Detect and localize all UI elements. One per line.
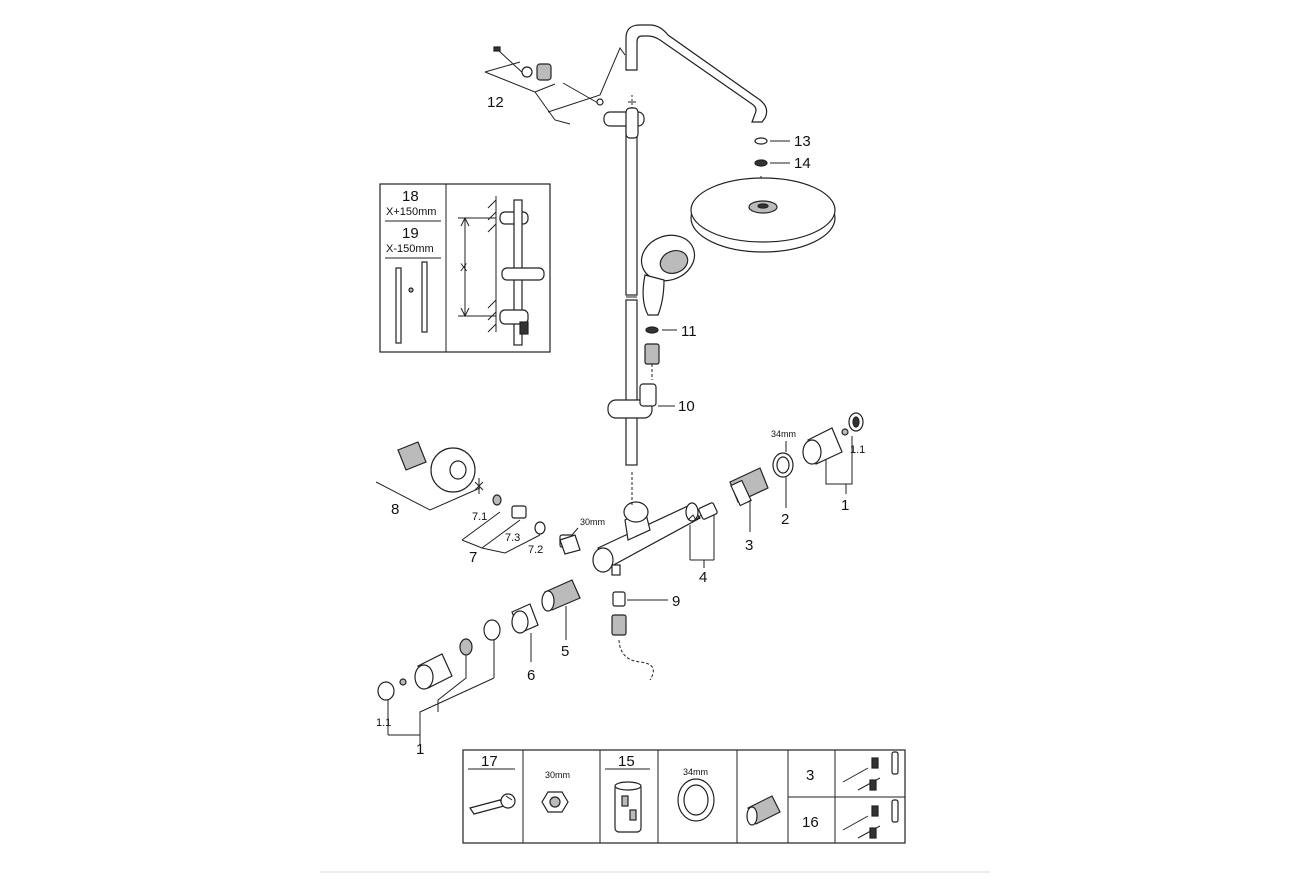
callout-14: 14 [794, 155, 811, 172]
callout-1-right: 1 [841, 497, 849, 514]
screw-dowel-icon [842, 751, 899, 839]
inset-item-19-desc: X-150mm [386, 243, 434, 255]
callout-8: 8 [391, 501, 399, 518]
ring-icon [677, 778, 715, 822]
callout-7-3: 7.3 [505, 532, 520, 544]
callout-11: 11 [681, 323, 697, 340]
legend-item-15: 15 [618, 753, 635, 770]
accessory-legend: 17 30mm 15 34mm 3 16 [462, 749, 906, 844]
right-side-parts: 4 3 2 34mm 1 1.1 [687, 412, 865, 586]
size-30mm-label: 30mm [580, 517, 605, 527]
callout-3: 3 [745, 537, 753, 554]
callout-6: 6 [527, 667, 535, 684]
callout-2: 2 [781, 511, 789, 528]
inset-rail-extension: 18 X+150mm 19 X-150mm X [379, 183, 551, 353]
callout-1-1-right: 1.1 [850, 444, 865, 456]
size-34mm-label: 34mm [771, 429, 796, 439]
part-9-connector: 9 [611, 591, 680, 681]
legend-item-17: 17 [481, 753, 498, 770]
callout-7-2: 7.2 [528, 544, 543, 556]
callout-7: 7 [469, 549, 477, 566]
cartridge-icon [614, 781, 642, 833]
wall-bracket-top [603, 95, 645, 139]
part-10-slider: 10 [607, 383, 695, 419]
thermostat-body [592, 472, 701, 576]
callout-1-1-left: 1.1 [376, 717, 391, 729]
nut-icon [541, 791, 569, 813]
wrench-icon [469, 793, 516, 815]
left-upper-parts: 8 30mm 7.1 7.3 7.2 7 [375, 441, 605, 566]
callout-10: 10 [678, 398, 695, 415]
inset-item-19: 19 [402, 225, 419, 242]
callout-9: 9 [672, 593, 680, 610]
inset-item-18-desc: X+150mm [386, 206, 436, 218]
inset-item-18: 18 [402, 188, 419, 205]
hand-shower: 11 [640, 234, 697, 380]
part-13-14-seals: 13 14 [754, 133, 811, 198]
callout-7-1: 7.1 [472, 511, 487, 523]
callout-4: 4 [699, 569, 707, 586]
callout-12: 12 [487, 94, 504, 111]
shower-riser [625, 24, 768, 466]
legend-size-30mm: 30mm [545, 770, 570, 780]
legend-item-16: 16 [802, 814, 819, 831]
inset-dimension-x: X [460, 262, 468, 274]
callout-13: 13 [794, 133, 811, 150]
left-lower-parts: 5 6 1 1.1 [376, 579, 581, 758]
legend-size-34mm: 34mm [683, 767, 708, 777]
thermo-cartridge-icon [746, 795, 781, 826]
part-12-fixings: 12 [484, 46, 626, 125]
callout-1-left: 1 [416, 741, 424, 758]
head-shower [690, 177, 836, 253]
legend-item-3: 3 [806, 767, 814, 784]
callout-5: 5 [561, 643, 569, 660]
